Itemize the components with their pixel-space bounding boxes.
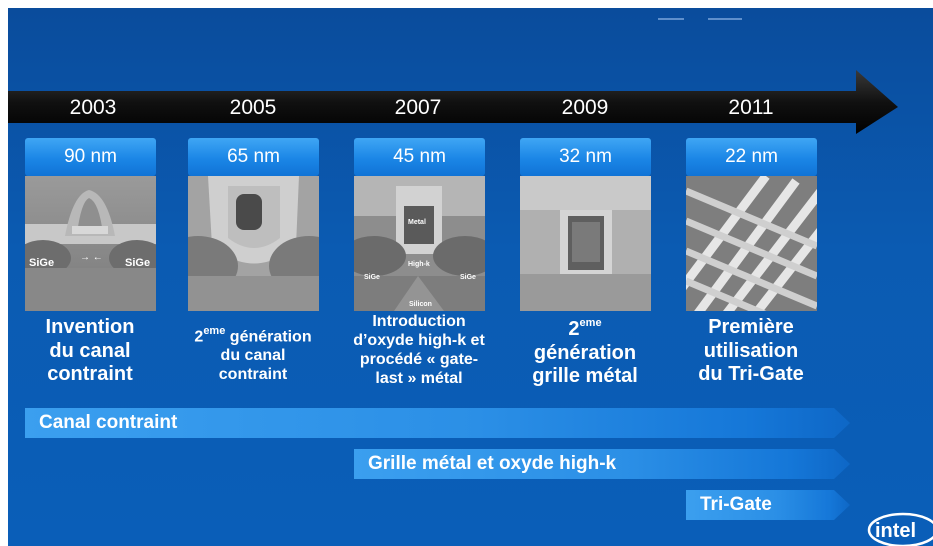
milestone-caption: Introduction d’oxyde high-k et procédé «… <box>353 313 485 387</box>
year-label: 2009 <box>561 96 609 119</box>
milestone-caption: Invention du canal contraint <box>45 316 135 386</box>
band-strained-channel: Canal contraint <box>25 408 850 438</box>
micrograph-label: SiGe <box>29 257 54 269</box>
year-label: 2003 <box>69 96 117 119</box>
year-label: 2007 <box>394 96 442 119</box>
node-box: 22 nm <box>686 138 817 176</box>
micrograph-label: High-k <box>408 261 430 268</box>
micrograph-label: Metal <box>408 219 426 226</box>
micrograph-label: SiGe <box>364 274 380 281</box>
slide: 2003 2005 2007 2009 2011 90 nm 65 nm 45 … <box>8 8 933 546</box>
band-high-k-metal-gate: Grille métal et oxyde high-k <box>354 449 850 479</box>
timeline-arrow <box>8 70 898 134</box>
top-mark <box>708 18 742 20</box>
year-label: 2011 <box>728 96 774 119</box>
micrograph-image: Metal High-k SiGe SiGe Silicon <box>354 176 485 311</box>
year-label: 2005 <box>229 96 277 119</box>
micrograph-label: SiGe <box>460 274 476 281</box>
milestone-caption: 2eme génération du canal contraint <box>194 325 312 384</box>
node-box: 45 nm <box>354 138 485 176</box>
top-mark <box>658 18 684 20</box>
micrograph-image <box>686 176 817 311</box>
intel-logo: intel <box>867 512 933 546</box>
micrograph-image <box>188 176 319 311</box>
node-box: 32 nm <box>520 138 651 176</box>
milestone-caption: Première utilisation du Tri-Gate <box>698 316 804 386</box>
svg-text:→ ←: → ← <box>80 252 103 263</box>
micrograph-label: SiGe <box>125 257 150 269</box>
band-tri-gate: Tri-Gate <box>686 490 850 520</box>
node-box: 90 nm <box>25 138 156 176</box>
micrograph-label: Silicon <box>409 301 432 308</box>
node-box: 65 nm <box>188 138 319 176</box>
milestone-caption: 2eme génération grille métal <box>532 317 638 388</box>
svg-text:intel: intel <box>875 520 916 542</box>
micrograph-image: SiGe SiGe → ← <box>25 176 156 311</box>
micrograph-image <box>520 176 651 311</box>
